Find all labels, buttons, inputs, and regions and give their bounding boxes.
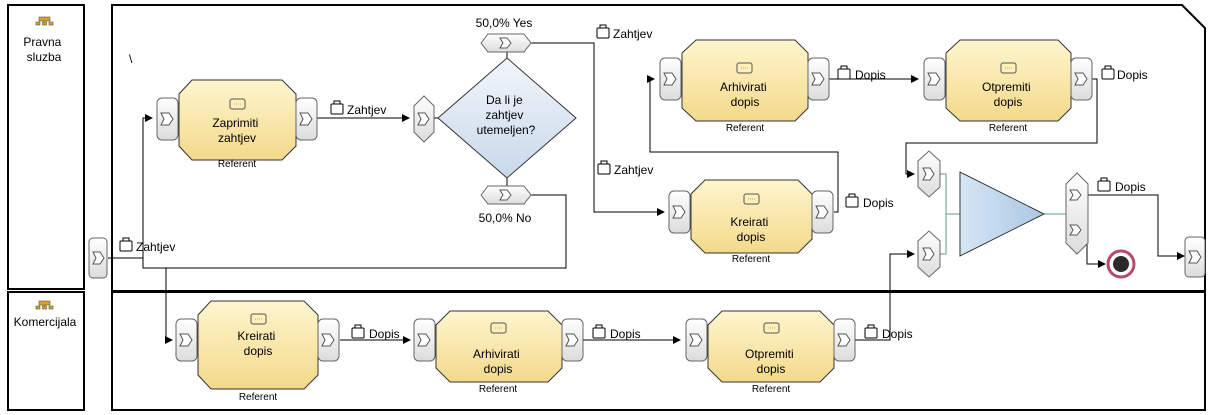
decision-no-output[interactable]: 50,0% No — [479, 185, 532, 225]
task-icon — [490, 322, 507, 334]
flow-otpremiti-bottom-to-merge — [855, 250, 915, 341]
merge-output-port[interactable] — [1065, 172, 1089, 255]
org-unit-icon — [35, 300, 54, 310]
artifact-zahtjev-yes: Zahtjev — [596, 24, 652, 41]
task-icon — [763, 322, 780, 334]
task-role: Referent — [218, 159, 257, 170]
stray-mark: \ — [129, 52, 133, 66]
task-icon — [743, 193, 760, 205]
merge-input-top[interactable] — [917, 150, 941, 198]
lane-header-pravna-sluzba: Pravna sluzba — [7, 4, 85, 290]
yes-probability-label: 50,0% Yes — [476, 16, 533, 30]
task-role: Referent — [726, 123, 765, 134]
svg-text:Dopis: Dopis — [863, 196, 894, 210]
svg-text:Dopis: Dopis — [855, 68, 886, 82]
task-label: Zaprimiti zahtjev — [212, 116, 261, 145]
task-arhivirati-dopis-top[interactable]: Arhivirati dopis Referent — [659, 39, 830, 134]
flow-start-to-zaprimiti — [108, 114, 153, 259]
svg-text:Dopis: Dopis — [369, 327, 400, 341]
task-label: Kreirati dopis — [730, 215, 771, 244]
task-role: Referent — [732, 254, 771, 265]
svg-text:Zahtjev: Zahtjev — [613, 27, 652, 41]
task-kreirati-dopis-top[interactable]: Kreirati dopis Referent — [668, 179, 834, 265]
task-label: Otpremiti dopis — [745, 347, 797, 376]
task-arhivirati-dopis-bottom[interactable]: Arhivirati dopis Referent — [413, 310, 584, 395]
task-label: Arhivirati dopis — [720, 80, 770, 109]
task-icon — [250, 313, 267, 325]
task-otpremiti-dopis-bottom[interactable]: Otpremiti dopis Referent — [685, 310, 856, 395]
task-label: Arhivirati dopis — [473, 347, 523, 376]
decision-yes-output[interactable]: 50,0% Yes — [476, 16, 533, 53]
svg-text:Dopis: Dopis — [882, 327, 913, 341]
task-role: Referent — [479, 384, 518, 395]
task-icon — [736, 62, 753, 74]
task-otpremiti-dopis-top[interactable]: Otpremiti dopis Referent — [923, 39, 1093, 134]
flow-yes-to-kreirati-top — [530, 42, 665, 216]
lane-title-komercijala: Komercijala — [14, 315, 77, 329]
task-icon — [229, 98, 246, 110]
task-role: Referent — [752, 384, 791, 395]
artifact-dopis-kreirati-bottom: Dopis — [351, 324, 400, 341]
artifact-zahtjev-kreirati: Zahtjev — [597, 160, 653, 177]
decision-zahtjev-utemeljen[interactable]: Da li je zahtjev utemeljen? — [413, 57, 577, 179]
svg-text:Dopis: Dopis — [1115, 180, 1146, 194]
flow-no-to-kreirati-bottom — [166, 194, 567, 269]
artifact-dopis-kreirati-top: Dopis — [845, 193, 894, 210]
svg-text:Zahtjev: Zahtjev — [136, 240, 175, 254]
artifact-dopis-merge: Dopis — [1097, 177, 1146, 194]
no-probability-label: 50,0% No — [479, 211, 532, 225]
merge-connectors — [940, 173, 1066, 255]
task-role: Referent — [989, 123, 1028, 134]
artifact-zahtjev-start: Zahtjev — [119, 237, 175, 254]
merge-input-bottom[interactable] — [917, 230, 941, 278]
task-label: Kreirati dopis — [237, 329, 278, 358]
flow-otpremiti-top-to-merge — [905, 78, 1098, 178]
flow-kreirati-top-to-arhivirati-top — [647, 75, 839, 213]
artifact-zahtjev-zaprimiti: Zahtjev — [330, 100, 386, 117]
lane-title-pravna-sluzba: Pravna sluzba — [23, 35, 64, 64]
artifact-dopis-otpremiti-bottom: Dopis — [864, 324, 913, 341]
artifact-dopis-otpremiti-top: Dopis — [1101, 65, 1148, 82]
org-unit-icon — [35, 16, 54, 26]
end-event[interactable] — [1106, 249, 1136, 279]
task-label: Otpremiti dopis — [982, 80, 1034, 109]
start-input-port[interactable] — [88, 237, 108, 279]
task-zaprimiti-zahtjev[interactable]: Zaprimiti zahtjev Referent — [156, 79, 318, 170]
artifact-dopis-arhivirati-top: Dopis — [837, 65, 886, 82]
exit-output-port[interactable] — [1184, 236, 1206, 278]
task-kreirati-dopis-bottom[interactable]: Kreirati dopis Referent — [175, 300, 340, 403]
svg-text:Dopis: Dopis — [1117, 68, 1148, 82]
decision-question: Da li je zahtjev utemeljen? — [477, 93, 536, 137]
svg-text:Zahtjev: Zahtjev — [614, 163, 653, 177]
svg-text:Zahtjev: Zahtjev — [347, 103, 386, 117]
task-icon — [1000, 62, 1017, 74]
artifact-dopis-arhivirati-bottom: Dopis — [592, 324, 641, 341]
task-role: Referent — [239, 392, 278, 403]
lane-header-komercijala: Komercijala — [7, 291, 85, 411]
flow-merge-to-exit — [1087, 194, 1185, 260]
svg-text:Dopis: Dopis — [610, 327, 641, 341]
connectors — [108, 42, 1185, 344]
merge-triangle[interactable] — [959, 171, 1046, 257]
